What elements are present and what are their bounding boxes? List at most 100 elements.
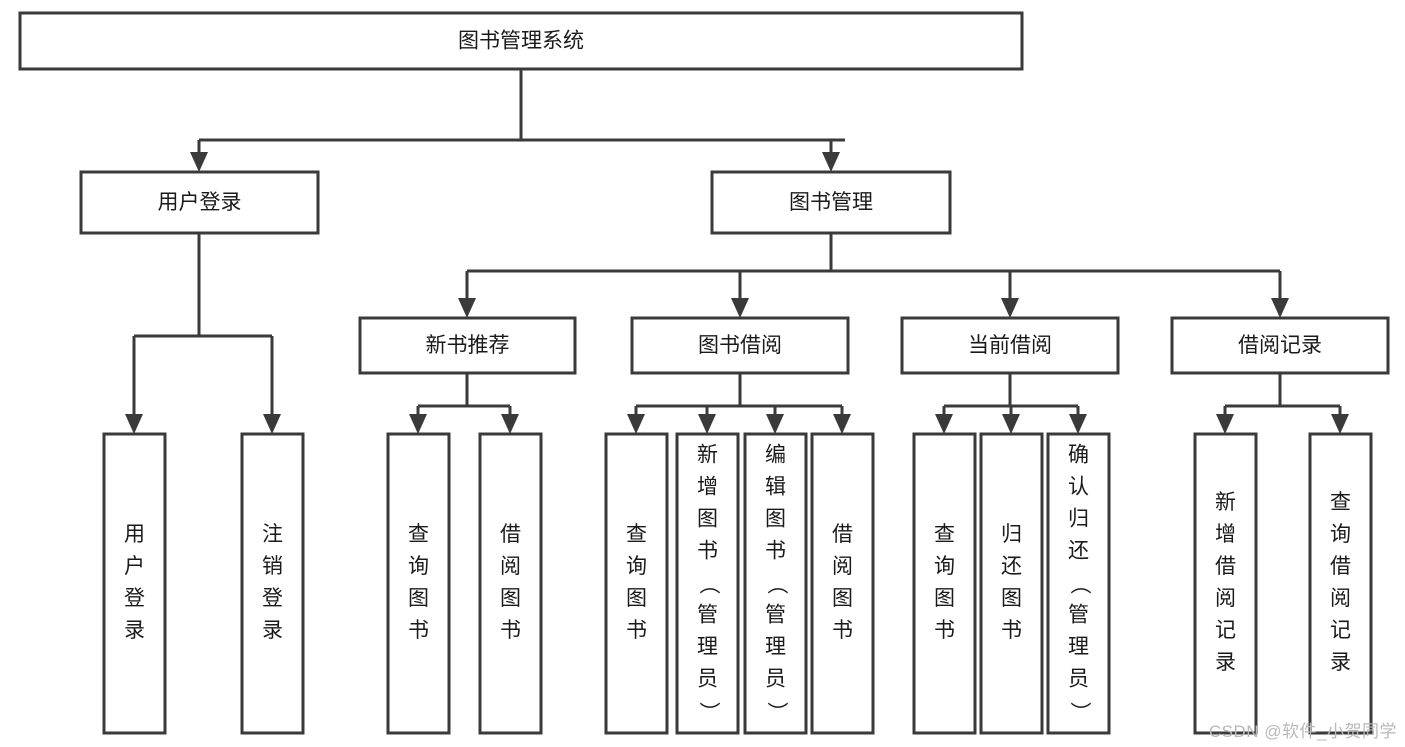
arrowhead-leaf-b1 (409, 414, 427, 434)
node-label-char: 图 (626, 587, 647, 610)
arrowhead-l3-2 (731, 298, 749, 318)
node-box[interactable] (710, 170, 952, 235)
node-box[interactable] (979, 432, 1044, 735)
node-l3-2[interactable]: 图书借阅 (630, 316, 850, 375)
node-l3-3[interactable]: 当前借阅 (900, 316, 1120, 375)
node-label-char: 确 (1068, 444, 1089, 467)
node-label: 用户登录 (158, 191, 242, 214)
node-label-char: 图 (934, 587, 955, 610)
node-l2-2[interactable]: 图书管理 (710, 170, 952, 235)
node-label-char: 借 (500, 523, 521, 546)
node-l2-1[interactable]: 用户登录 (79, 170, 320, 235)
node-label-char: 用 (124, 523, 145, 546)
node-label-char: 记 (1330, 619, 1351, 642)
node-label-char: 辑 (765, 476, 786, 499)
node-label-char: 借 (1330, 555, 1351, 578)
arrowhead-l3-1 (458, 298, 476, 318)
node-label-char: 书 (1001, 619, 1022, 642)
node-label: 当前借阅 (968, 334, 1052, 357)
node-l3-4[interactable]: 借阅记录 (1170, 316, 1390, 375)
node-leaf-a1[interactable]: 用户登录 (102, 432, 167, 735)
node-label-char: 还 (1068, 540, 1089, 563)
node-label-char: 图 (1001, 587, 1022, 610)
node-box[interactable] (675, 432, 740, 735)
node-label-char: 查 (626, 523, 647, 546)
node-root[interactable]: 图书管理系统 (18, 11, 1024, 71)
node-label-char: 录 (1215, 651, 1236, 674)
node-label-char: 认 (1068, 476, 1089, 499)
node-label: 用户登录 (124, 523, 145, 642)
node-label-char: 新 (697, 444, 718, 467)
node-label: 图书管理 (789, 191, 873, 214)
node-label-char: 员 (1068, 668, 1089, 691)
node-box[interactable] (630, 316, 850, 375)
node-label-char: 归 (1068, 508, 1089, 531)
node-label-char: 录 (262, 619, 283, 642)
node-label-char: 记 (1215, 619, 1236, 642)
node-label-char: 书 (934, 619, 955, 642)
arrowhead-l3-4 (1271, 298, 1289, 318)
node-box[interactable] (604, 432, 669, 735)
node-label-char: （ (1068, 574, 1091, 595)
node-label-char: 登 (262, 587, 283, 610)
node-label-char: 查 (934, 523, 955, 546)
node-box[interactable] (79, 170, 320, 235)
connector-group (125, 69, 1349, 434)
node-box[interactable] (102, 432, 167, 735)
node-box[interactable] (240, 432, 305, 735)
node-label-char: 书 (408, 619, 429, 642)
node-box[interactable] (358, 316, 577, 375)
node-box[interactable] (1046, 432, 1111, 735)
arrowhead-leaf-c1 (627, 414, 645, 434)
node-label-char: 书 (765, 540, 786, 563)
node-layer: 图书管理系统用户登录图书管理新书推荐图书借阅当前借阅借阅记录用户登录注销登录查询… (18, 11, 1390, 735)
node-label: 新书推荐 (426, 334, 510, 357)
node-label-char: 新 (1215, 491, 1236, 514)
node-box[interactable] (810, 432, 875, 735)
node-label-char: 图 (500, 587, 521, 610)
node-box[interactable] (386, 432, 451, 735)
arrowhead-leaf-d2 (1002, 414, 1020, 434)
node-label-char: 理 (765, 636, 786, 659)
node-box[interactable] (912, 432, 977, 735)
node-box[interactable] (900, 316, 1120, 375)
node-label-char: 员 (697, 668, 718, 691)
node-label-char: 员 (765, 668, 786, 691)
node-label: 图书借阅 (698, 334, 782, 357)
node-label-char: 归 (1001, 523, 1022, 546)
node-label-char: 图 (697, 508, 718, 531)
node-box[interactable] (1308, 432, 1373, 735)
node-box[interactable] (18, 11, 1024, 71)
arrowhead-l2-2 (822, 152, 840, 172)
node-label-char: 注 (262, 523, 283, 546)
node-box[interactable] (1170, 316, 1390, 375)
node-box[interactable] (743, 432, 808, 735)
arrowhead-leaf-c4 (833, 414, 851, 434)
arrowhead-leaf-c2 (698, 414, 716, 434)
node-label-char: 理 (1068, 636, 1089, 659)
node-label-char: 查 (408, 523, 429, 546)
node-box[interactable] (1193, 432, 1258, 735)
node-l3-1[interactable]: 新书推荐 (358, 316, 577, 375)
node-label-char: 阅 (1215, 587, 1236, 610)
node-label-char: ） (765, 702, 788, 723)
node-box[interactable] (478, 432, 543, 735)
